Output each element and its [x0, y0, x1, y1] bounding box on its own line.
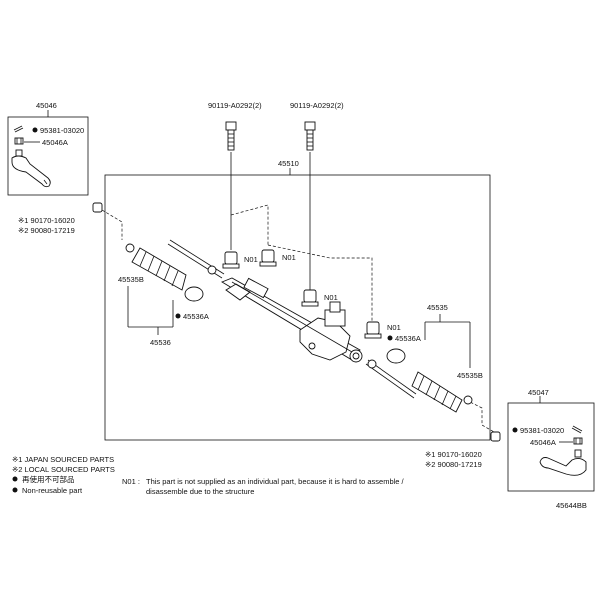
- label-n01-a: N01: [244, 255, 258, 264]
- label-locknut-left-2: ※2 90080-17219: [18, 226, 75, 235]
- nonreuse-dot-icon: [512, 427, 518, 433]
- label-n01-d: N01: [387, 323, 401, 332]
- clamp-right-icon: [386, 348, 406, 364]
- label-45046: 45046: [36, 101, 57, 110]
- clamp-left-icon: [184, 286, 204, 302]
- label-tierod-end-left: 45046A: [42, 138, 68, 147]
- nonreuse-dot-icon: [175, 313, 181, 319]
- boot-left-icon: [131, 247, 187, 291]
- bolt-left-icon: [225, 121, 237, 151]
- inner-tierod-right-icon: [365, 359, 417, 399]
- label-boot-set-right: 45535: [427, 303, 448, 312]
- label-45510: 45510: [278, 159, 299, 168]
- footnote-code: N01 :: [122, 477, 140, 486]
- locknut-right-icon: [490, 431, 501, 442]
- tierod-end-left-icon: [11, 149, 51, 188]
- nonreuse-dot-icon: [387, 335, 393, 341]
- legend-japan: ※1 JAPAN SOURCED PARTS: [12, 455, 114, 464]
- rack-assy-frame: [104, 174, 491, 441]
- label-n01-b: N01: [282, 253, 296, 262]
- label-nut-right: 95381-03020: [520, 426, 564, 435]
- tierod-end-right-icon: [539, 449, 587, 476]
- tierod-right-frame: [507, 402, 595, 492]
- legend-nonreuse: Non-reusable part: [22, 486, 83, 495]
- nonreuse-dot-icon: [32, 127, 38, 133]
- cotter-pin-left-icon: [13, 125, 24, 133]
- label-tierod-end-right: 45046A: [530, 438, 556, 447]
- label-clamp-left: 45536A: [183, 312, 209, 321]
- label-locknut-left-1: ※1 90170-16020: [18, 216, 75, 225]
- label-boot-right: 45535B: [457, 371, 483, 380]
- bushing-n01-c-icon: [301, 289, 319, 307]
- label-nut-left: 95381-03020: [40, 126, 84, 135]
- label-clamp-right: 45536A: [395, 334, 421, 343]
- clip-left-icon: [125, 243, 135, 253]
- label-bolt-left: 90119-A0292(2): [208, 101, 262, 110]
- castle-nut-left-icon: [14, 137, 24, 145]
- footnote-line1: This part is not supplied as an individu…: [146, 477, 405, 486]
- label-n01-c: N01: [324, 293, 338, 302]
- cotter-pin-right-icon: [571, 425, 583, 434]
- inner-tierod-left-icon: [167, 239, 225, 279]
- label-locknut-right-2: ※2 90080-17219: [425, 460, 482, 469]
- label-boot-left: 45535B: [118, 275, 144, 284]
- label-locknut-right-1: ※1 90170-16020: [425, 450, 482, 459]
- clip-right-icon: [463, 395, 473, 405]
- bushing-n01-b-icon: [259, 249, 277, 267]
- label-bolt-right: 90119-A0292(2): [290, 101, 344, 110]
- bolt-right-icon: [304, 121, 316, 151]
- bushing-n01-a-icon: [222, 251, 240, 269]
- steering-rack-housing: [220, 277, 363, 363]
- boot-right-icon: [411, 371, 463, 413]
- diagram-id: 45644BB: [556, 501, 587, 510]
- castle-nut-right-icon: [573, 437, 583, 445]
- nonreuse-dot-icon: [12, 476, 18, 482]
- legend-jp-nonreuse: 再使用不可部品: [22, 474, 75, 484]
- legend-local: ※2 LOCAL SOURCED PARTS: [12, 465, 115, 474]
- footnote-line2: disassemble due to the structure: [146, 487, 254, 496]
- label-clip-left: 45536: [150, 338, 171, 347]
- nonreuse-dot-icon: [12, 487, 18, 493]
- bushing-n01-d-icon: [364, 321, 382, 339]
- locknut-left-icon: [92, 202, 103, 213]
- label-45047: 45047: [528, 388, 549, 397]
